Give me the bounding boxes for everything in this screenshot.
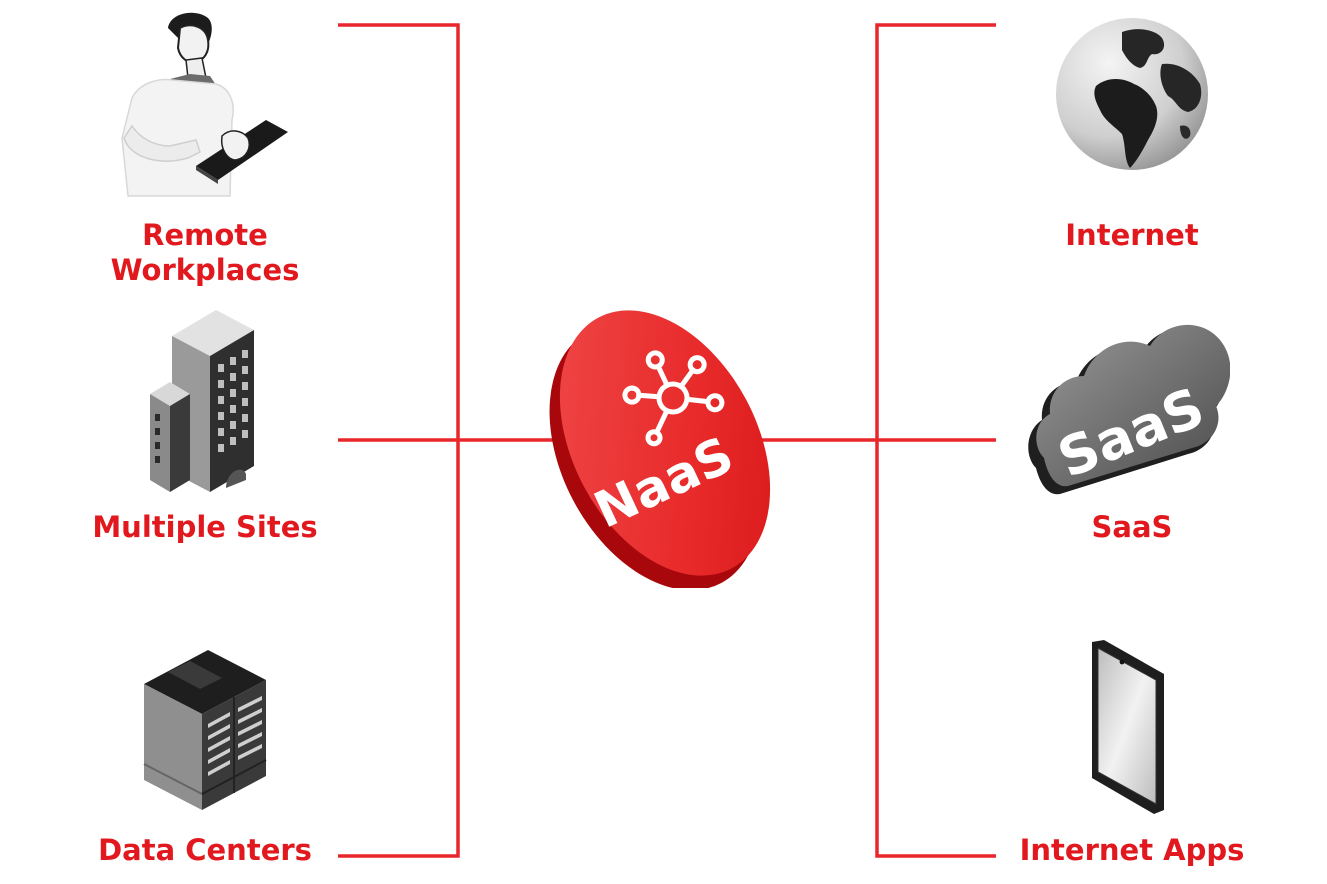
server-rack-icon [143, 650, 267, 810]
label-internet: Internet [972, 218, 1292, 253]
label-internet-apps-line-1: Internet Apps [1019, 833, 1245, 867]
label-saas-line-1: SaaS [1091, 510, 1173, 544]
label-multiple-sites-line-1: Multiple Sites [92, 510, 318, 544]
label-multiple-sites: Multiple Sites [45, 510, 365, 545]
label-data-centers: Data Centers [45, 833, 365, 868]
office-buildings-icon [150, 310, 254, 492]
naas-hub: NaaS [549, 310, 771, 588]
label-remote-workplaces-line-1: Remote [142, 218, 268, 252]
label-remote-workplaces-line-2: Workplaces [110, 253, 300, 287]
label-data-centers-line-1: Data Centers [98, 833, 312, 867]
label-remote-workplaces: Remote Workplaces [45, 218, 365, 288]
label-internet-apps: Internet Apps [972, 833, 1292, 868]
globe-icon [1056, 18, 1208, 170]
label-saas: SaaS [972, 510, 1292, 545]
label-internet-line-1: Internet [1065, 218, 1199, 252]
person-with-tablet-icon [121, 12, 288, 197]
smartphone-icon [1092, 640, 1164, 814]
cloud-icon: SaaS [1028, 325, 1230, 495]
network-hub-icon [622, 350, 725, 447]
